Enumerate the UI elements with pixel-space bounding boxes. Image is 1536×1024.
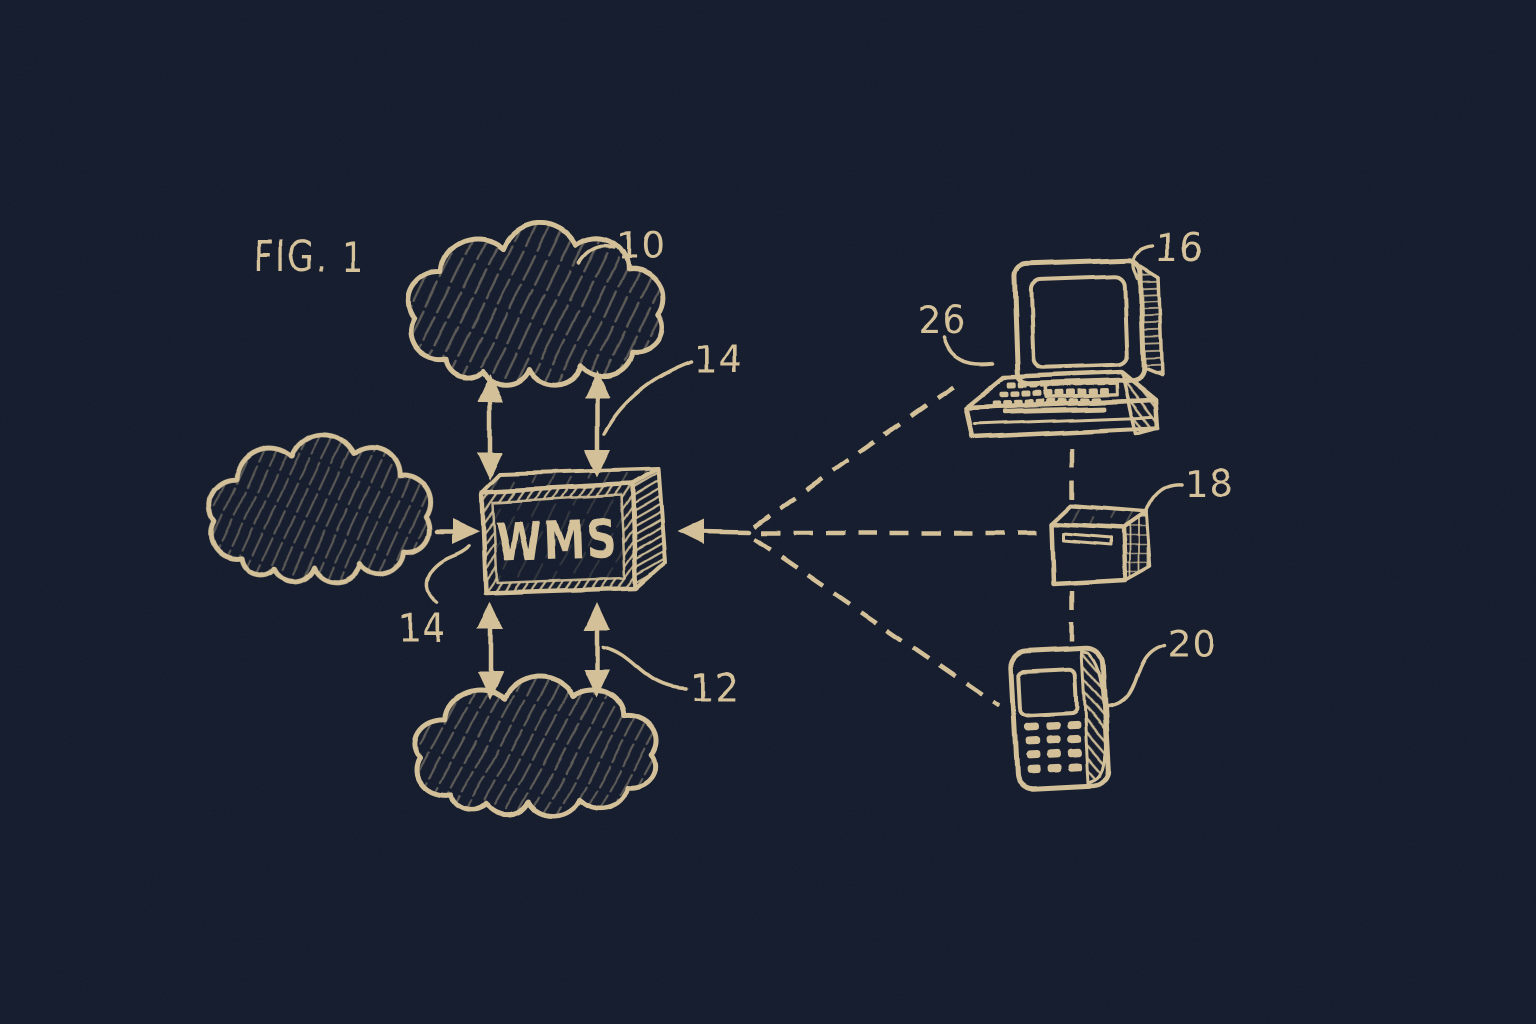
patent-figure-canvas: WMS: [0, 0, 1536, 1024]
patent-figure-stage: WMS: [0, 0, 1536, 1024]
grain-overlay: [0, 0, 1536, 1024]
